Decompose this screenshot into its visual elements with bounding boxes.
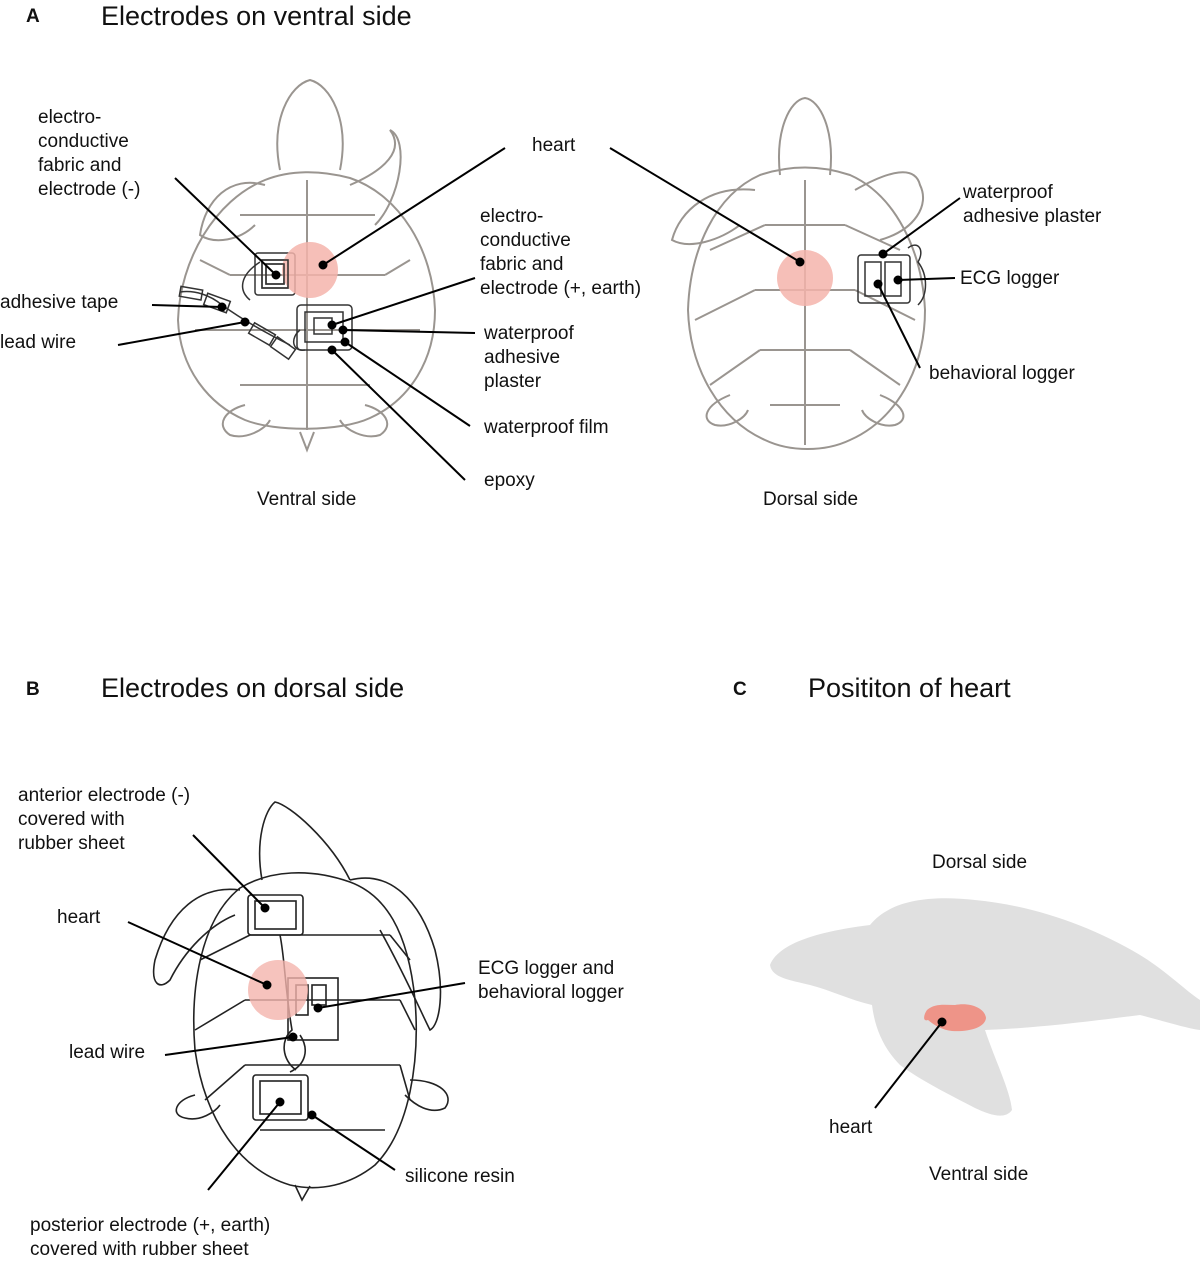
panel-b-heart-highlight <box>248 960 308 1020</box>
panel-c-leader-line <box>874 1017 947 1109</box>
label-heart-c: heart <box>829 1117 873 1138</box>
caption-ventral-side: Ventral side <box>257 489 357 510</box>
panel-c-silhouette <box>770 898 1200 1116</box>
ventral-turtle-drawing <box>176 78 437 453</box>
panel-b-letter: B <box>26 679 40 700</box>
panel-a-letter: A <box>26 6 40 27</box>
label-plaster-ventral: waterproof adhesive plaster <box>484 323 574 392</box>
label-fabric-plus: electro- conductive fabric and electrode… <box>480 206 642 299</box>
dorsal-heart-highlight <box>777 250 833 306</box>
panel-b-turtle-drawing <box>152 801 449 1202</box>
panel-b-title: Electrodes on dorsal side <box>101 673 405 703</box>
label-plaster-dorsal: waterproof adhesive plaster <box>963 182 1102 227</box>
label-waterproof-film: waterproof film <box>484 417 609 438</box>
panel-c-title: Posititon of heart <box>808 673 1011 703</box>
label-behavioral-logger: behavioral logger <box>929 363 1075 384</box>
label-fabric-minus: electro- conductive fabric and electrode… <box>38 107 141 200</box>
label-loggers: ECG logger and behavioral logger <box>478 958 624 1003</box>
label-lead-wire-a: lead wire <box>0 332 77 353</box>
label-adhesive-tape: adhesive tape <box>0 292 119 313</box>
label-lead-wire-b: lead wire <box>69 1042 146 1063</box>
label-anterior-electrode: anterior electrode (-) covered with rubb… <box>18 785 191 854</box>
panel-a-leader-lines <box>117 147 961 481</box>
dorsal-turtle-drawing <box>670 96 927 450</box>
label-dorsal-side-c: Dorsal side <box>932 852 1028 873</box>
label-posterior-electrode: posterior electrode (+, earth) covered w… <box>30 1215 271 1260</box>
panel-b-leader-lines <box>127 834 466 1191</box>
panel-a-title: Electrodes on ventral side <box>101 1 412 31</box>
caption-dorsal-side: Dorsal side <box>763 489 859 510</box>
ventral-electrode-overlay <box>261 259 289 289</box>
label-ecg-logger: ECG logger <box>960 268 1060 289</box>
label-heart-a: heart <box>532 135 576 156</box>
label-ventral-side-c: Ventral side <box>929 1164 1029 1185</box>
label-epoxy: epoxy <box>484 470 535 491</box>
label-heart-b: heart <box>57 907 101 928</box>
label-silicone-resin: silicone resin <box>405 1166 515 1187</box>
ventral-heart-highlight <box>282 242 338 298</box>
panel-c-letter: C <box>733 679 747 700</box>
